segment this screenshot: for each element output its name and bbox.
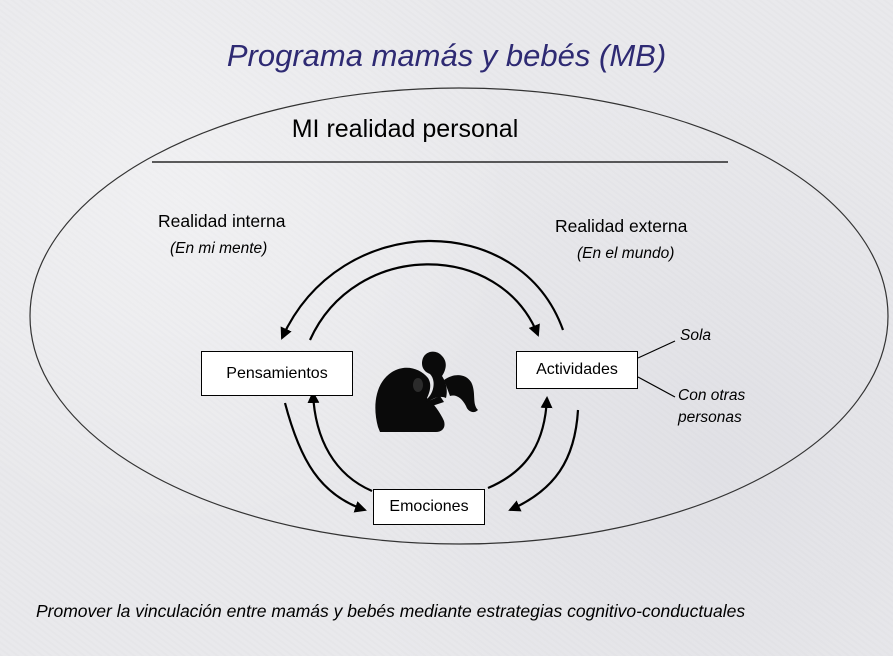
footer-caption: Promover la vinculación entre mamás y be… [36, 601, 746, 621]
node-thoughts: Pensamientos [201, 351, 353, 396]
external-reality-label: Realidad externa [555, 216, 688, 236]
arrow-activities-to-thoughts [280, 239, 565, 340]
arrow-activities-to-emotions [508, 409, 580, 512]
node-emotions: Emociones [373, 489, 485, 525]
option-alone: Sola [680, 327, 712, 344]
internal-reality-sublabel: (En mi mente) [170, 240, 268, 257]
reality-ellipse [29, 87, 889, 545]
heading-personal-reality: MI realidad personal [291, 115, 519, 143]
arrow-thoughts-to-emotions [283, 402, 367, 513]
slide-title: Programa mamás y bebés (MB) [226, 38, 667, 73]
arrow-emotions-to-thoughts [307, 391, 373, 493]
option-with-others-line1: Con otras [678, 387, 746, 404]
mother-baby-silhouette-icon [375, 351, 478, 432]
branch-line-con-otras [637, 376, 676, 398]
branch-line-sola [637, 340, 676, 359]
internal-reality-label: Realidad interna [158, 211, 286, 231]
arrow-thoughts-to-activities [308, 263, 540, 341]
external-reality-sublabel: (En el mundo) [577, 245, 675, 262]
arrow-emotions-to-activities [487, 396, 553, 490]
node-activities: Actividades [516, 351, 638, 389]
option-with-others-line2: personas [678, 409, 742, 426]
